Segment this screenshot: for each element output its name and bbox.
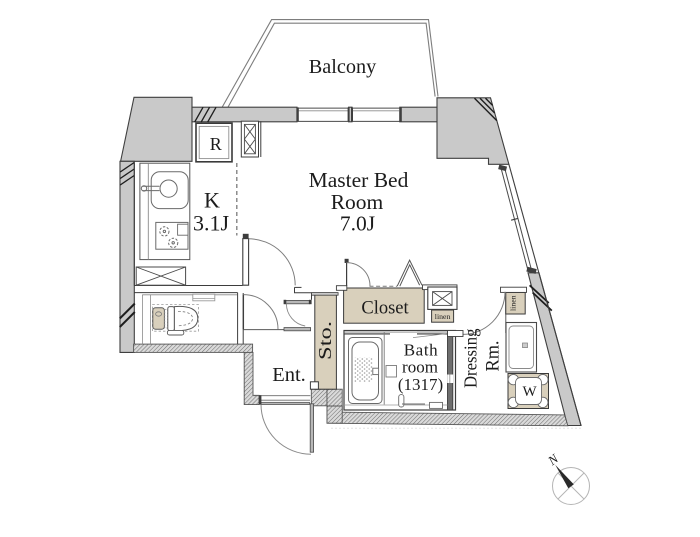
svg-text:Ent.: Ent. bbox=[272, 364, 306, 386]
svg-text:7.0J: 7.0J bbox=[340, 212, 375, 236]
svg-text:Closet: Closet bbox=[361, 299, 409, 319]
svg-text:linen: linen bbox=[508, 295, 517, 311]
svg-text:Balcony: Balcony bbox=[309, 56, 377, 78]
svg-text:Sto.: Sto. bbox=[315, 321, 335, 360]
svg-text:linen: linen bbox=[435, 312, 451, 321]
svg-text:Room: Room bbox=[331, 190, 384, 214]
svg-text:Dressing: Dressing bbox=[461, 329, 481, 389]
svg-text:W: W bbox=[523, 384, 538, 400]
svg-text:K: K bbox=[204, 188, 220, 213]
svg-text:Rm.: Rm. bbox=[483, 341, 504, 372]
svg-text:3.1J: 3.1J bbox=[193, 211, 230, 236]
svg-text:room: room bbox=[402, 358, 438, 377]
svg-text:R: R bbox=[210, 134, 222, 154]
svg-text:(1317): (1317) bbox=[398, 375, 443, 394]
svg-text:Master Bed: Master Bed bbox=[309, 168, 409, 192]
svg-text:Bath: Bath bbox=[404, 341, 439, 360]
